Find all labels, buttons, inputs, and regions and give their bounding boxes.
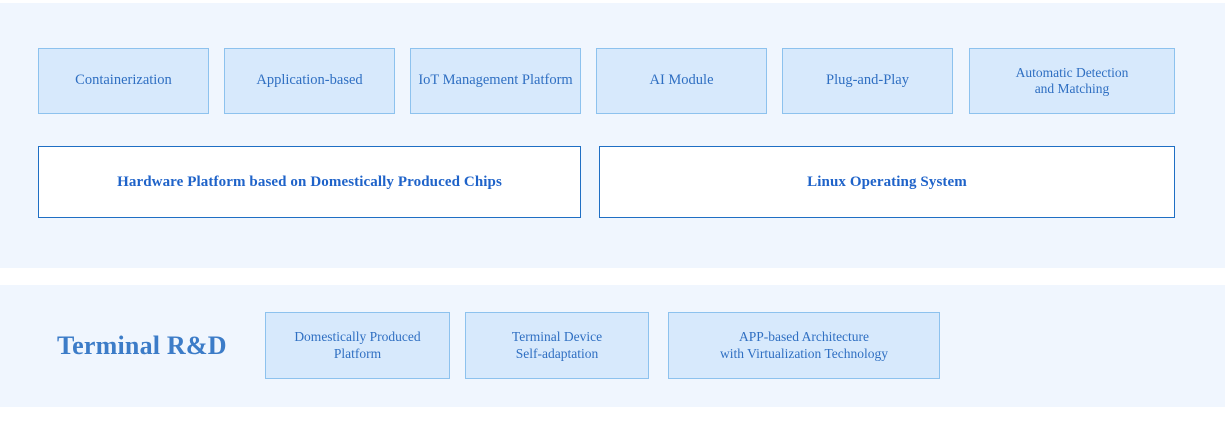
bottom-section-title: Terminal R&D [57,331,227,360]
capability-tile-plug-and-play[interactable]: Plug-and-Play [782,48,953,114]
terminal-rd-tile-label-line2: Platform [333,345,382,361]
capability-tile-label: AI Module [649,72,714,89]
capability-tile-ai-module[interactable]: AI Module [596,48,767,114]
capability-tile-label: Application-based [256,72,363,89]
capability-tile-containerization[interactable]: Containerization [38,48,209,114]
capability-tile-label-line2: and Matching [1034,81,1110,96]
capability-tile-label: Plug-and-Play [826,72,909,89]
capability-tile-application-based[interactable]: Application-based [224,48,395,114]
terminal-rd-tile-domestically-produced-platform[interactable]: Domestically Produced Platform [265,312,450,379]
capability-tile-label: Containerization [75,72,172,89]
capability-tile-label: IoT Management Platform [418,72,573,89]
foundation-plate-label: Hardware Platform based on Domestically … [117,173,502,190]
foundation-plate-label: Linux Operating System [807,173,967,190]
capability-tile-automatic-detection-and-matching[interactable]: Automatic Detection and Matching [969,48,1175,114]
terminal-rd-tile-app-based-architecture[interactable]: APP-based Architecture with Virtualizati… [668,312,940,379]
foundation-plate-linux-operating-system[interactable]: Linux Operating System [599,146,1175,218]
terminal-rd-tile-terminal-device-self-adaptation[interactable]: Terminal Device Self-adaptation [465,312,649,379]
foundation-plate-hardware-platform[interactable]: Hardware Platform based on Domestically … [38,146,581,218]
top-section-band [0,3,1225,268]
terminal-rd-tile-label-line2: Self-adaptation [515,345,599,361]
terminal-rd-tile-label-line2: with Virtualization Technology [720,345,888,361]
terminal-rd-tile-label-line1: Terminal Device [511,329,603,345]
terminal-rd-tile-label-line1: APP-based Architecture [738,329,870,345]
capability-tile-iot-management-platform[interactable]: IoT Management Platform [410,48,581,114]
terminal-rd-tile-label-line1: Domestically Produced [294,329,421,345]
capability-tile-label-line1: Automatic Detection [1015,64,1129,80]
